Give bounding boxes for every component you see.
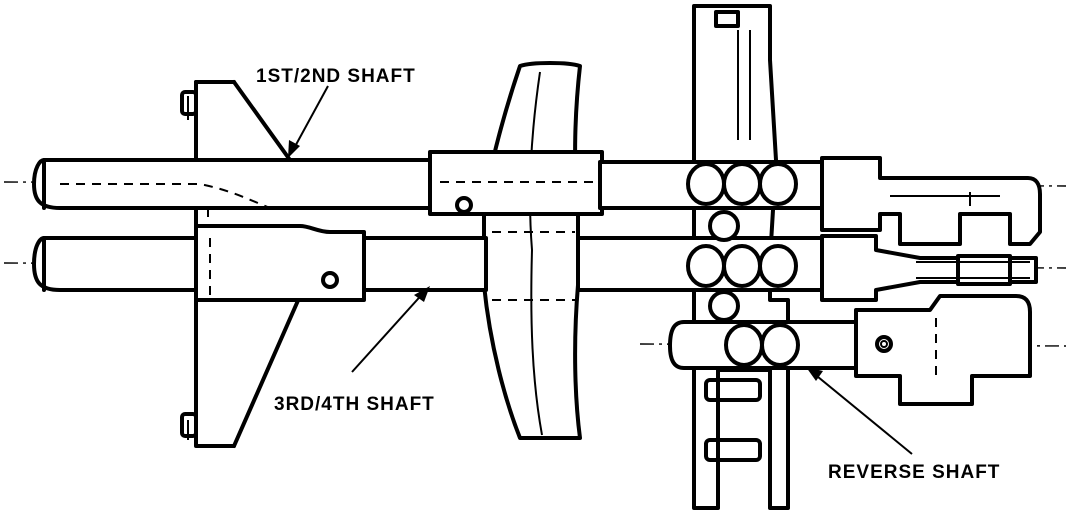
label-1st-2nd-shaft: 1ST/2ND SHAFT <box>256 66 416 87</box>
center-fork-body <box>482 61 582 440</box>
label-3rd-4th-shaft: 3RD/4TH SHAFT <box>274 394 435 415</box>
label-reverse-shaft: REVERSE SHAFT <box>828 462 1000 483</box>
shaft-reverse <box>668 294 1032 406</box>
interlock-pins <box>686 162 798 322</box>
leader-arrows <box>288 85 913 455</box>
